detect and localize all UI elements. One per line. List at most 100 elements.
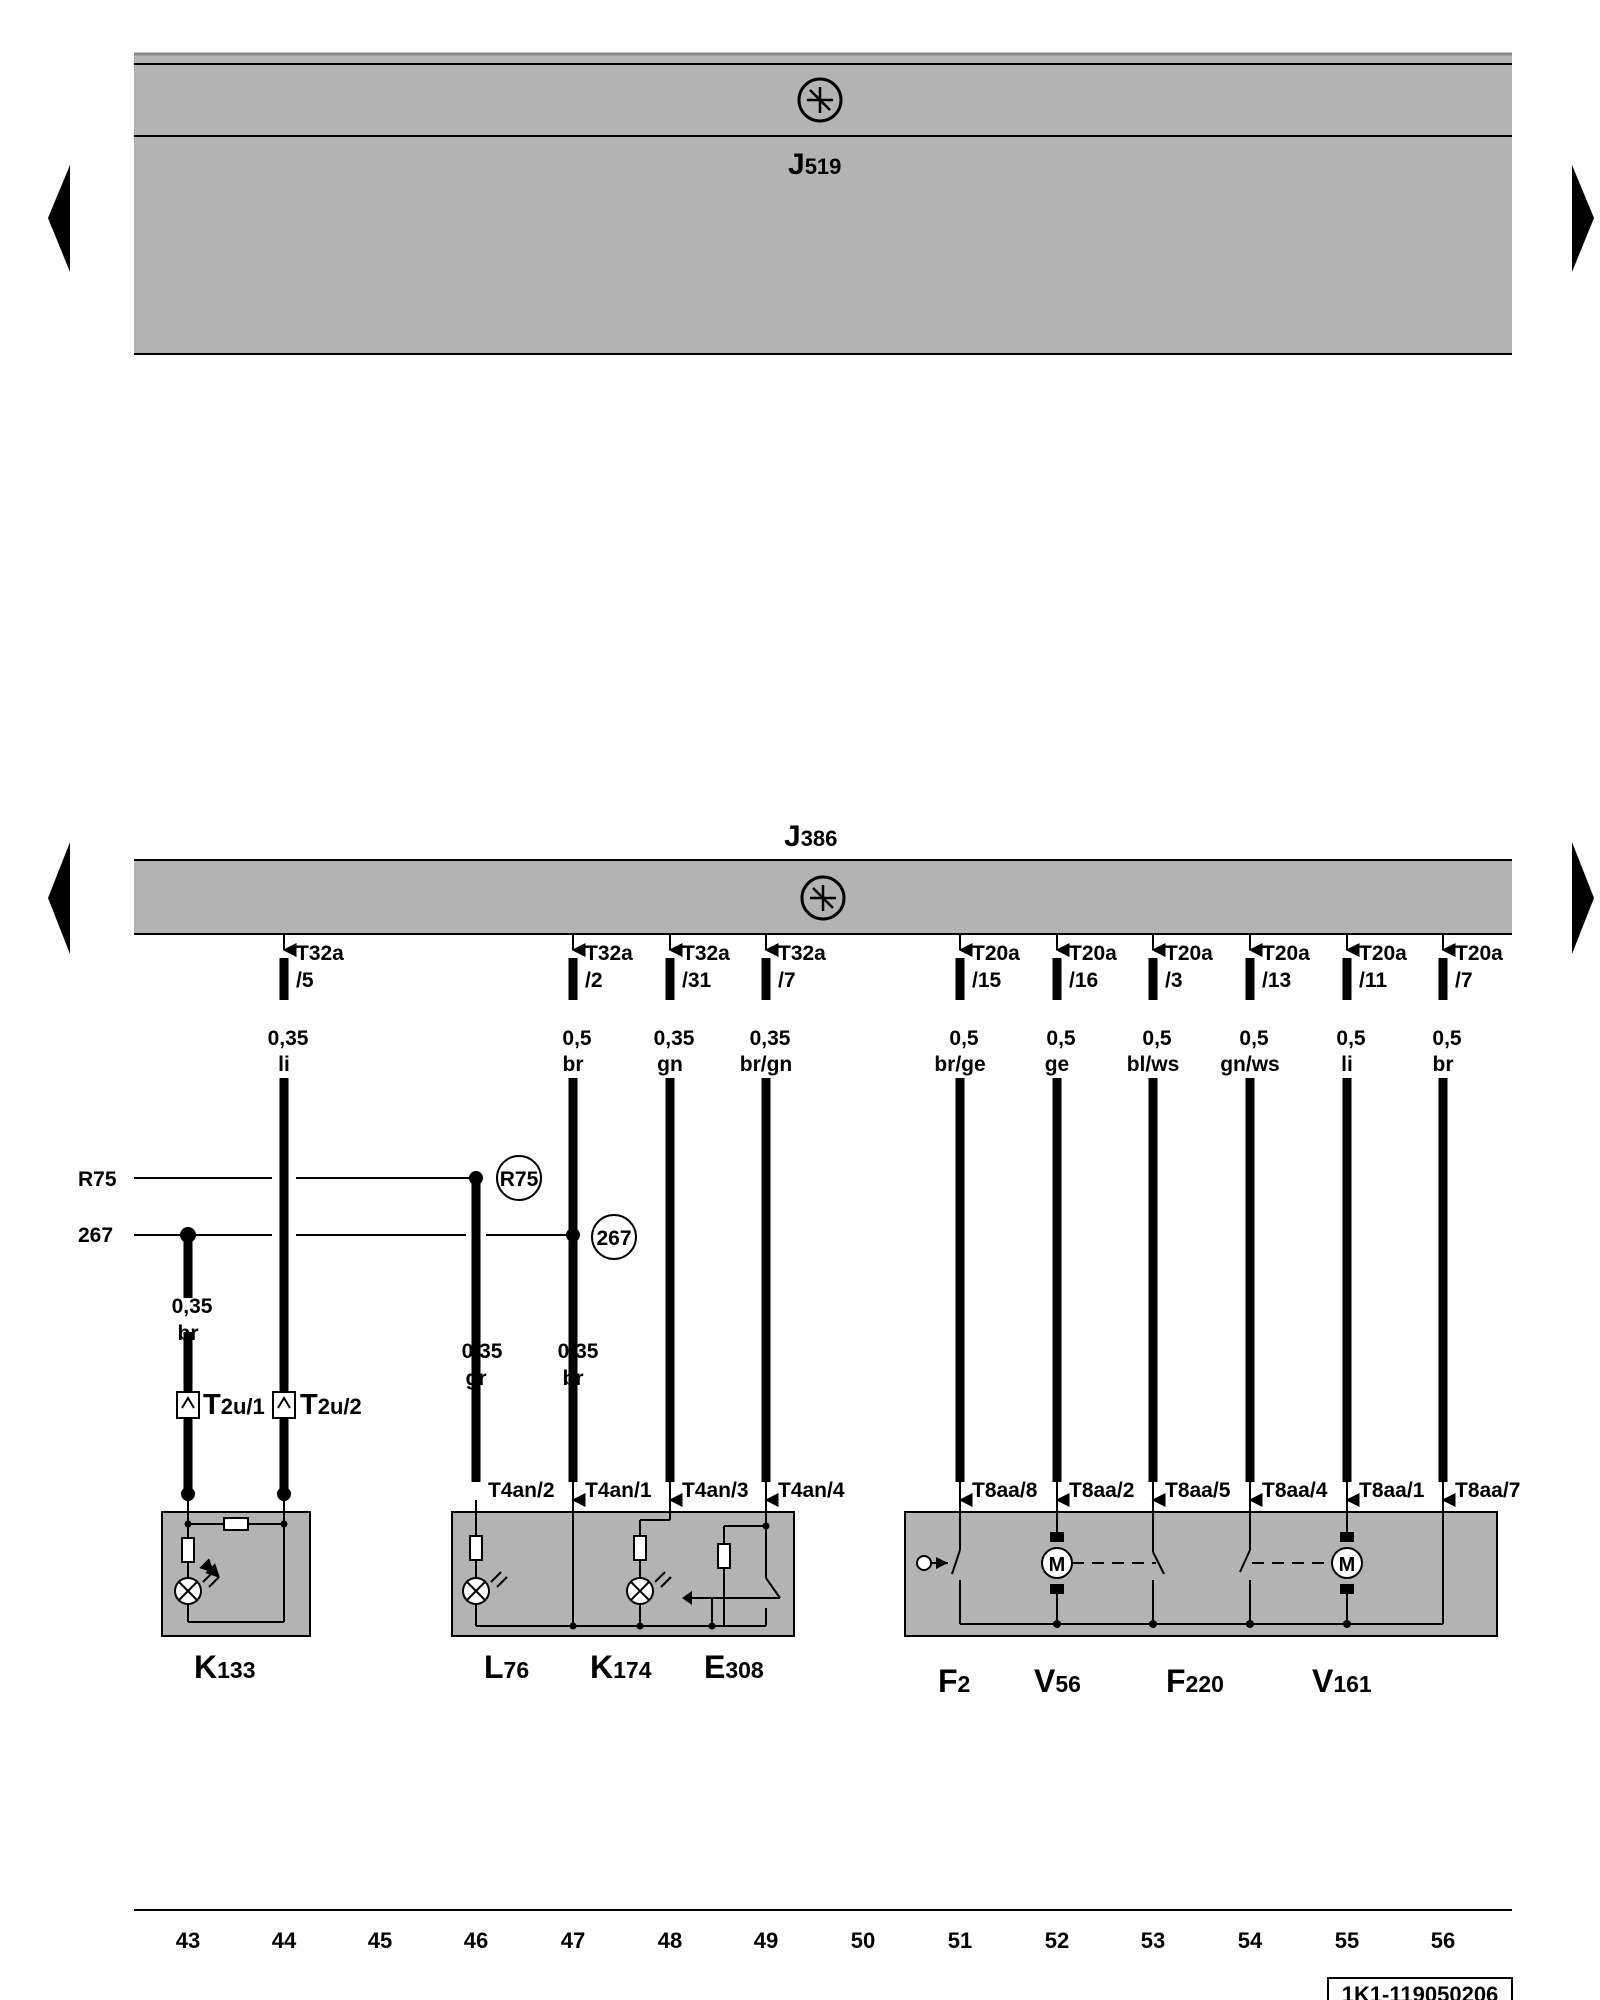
wire-53: T20a/30,5bl/ws — [1127, 934, 1213, 1507]
component-f2-v56-f220-v161: M M — [904, 1500, 1498, 1637]
pin-label: /7 — [1455, 969, 1473, 992]
column-number: 55 — [1335, 1928, 1359, 1953]
nav-next-icon-2[interactable] — [1572, 842, 1594, 954]
external-line-267: 267 267 — [78, 1214, 637, 1260]
wire-size-label: 0,35 — [268, 1027, 309, 1050]
wire-49: T32a/7 0,35 br/gn — [740, 934, 826, 1507]
component-pin-label: T8aa/8 — [972, 1479, 1038, 1502]
pin-label: T20a — [972, 942, 1020, 965]
wire-color-label: li — [1341, 1053, 1353, 1076]
wire-color-label: bl/ws — [1127, 1053, 1180, 1076]
wire-size-label: 0,5 — [1336, 1027, 1366, 1050]
wire-44: T32a/5 0,35 li — [268, 934, 344, 1512]
ground-star-icon — [800, 875, 846, 921]
component-l76-k174-e308 — [451, 1500, 795, 1637]
module-j519: J519 — [134, 52, 1512, 355]
document-id: 1K1-119050206 — [1342, 1982, 1499, 2000]
pin-label: /31 — [682, 969, 712, 992]
component-label: L76 — [484, 1649, 529, 1685]
pin-label: T20a — [1262, 942, 1310, 965]
column-number: 47 — [561, 1928, 585, 1953]
ground-star-icon — [797, 77, 843, 123]
component-label: E308 — [704, 1649, 764, 1685]
column-number: 54 — [1238, 1928, 1263, 1953]
pin-label: /11 — [1359, 969, 1387, 992]
pin-label: /5 — [296, 969, 314, 992]
wire-color-label: br/ge — [934, 1053, 985, 1076]
wire-size-label: 0,5 — [1432, 1027, 1462, 1050]
external-line-label: 267 — [78, 1224, 113, 1247]
pin-label: /3 — [1165, 969, 1183, 992]
svg-text:T2u/2: T2u/2 — [300, 1389, 362, 1421]
nav-prev-icon[interactable] — [48, 165, 70, 272]
wire-color-label: gn/ws — [1220, 1053, 1280, 1076]
wire-size-label: 0,5 — [562, 1027, 592, 1050]
lamp-icon — [626, 1577, 654, 1605]
wire-size-label: 0,35 — [750, 1027, 791, 1050]
wire-56: T20a/7 0,5 br — [1432, 934, 1503, 1507]
motor-symbol: M — [1049, 1554, 1066, 1576]
motor-icon: M — [1331, 1547, 1363, 1579]
component-label: V161 — [1312, 1663, 1372, 1699]
column-number: 48 — [658, 1928, 682, 1953]
pin-label: /15 — [972, 969, 1002, 992]
component-pin-label: T8aa/4 — [1262, 1479, 1328, 1502]
pin-label: T20a — [1069, 942, 1117, 965]
pin-label: /13 — [1262, 969, 1291, 992]
connector-t2u-2: T2u/2 — [272, 1389, 362, 1421]
column-number: 50 — [851, 1928, 875, 1953]
wire-size-label: 0,5 — [949, 1027, 979, 1050]
document-id-box: 1K1-119050206 — [1327, 1977, 1513, 2000]
wire-color-label: gr — [466, 1367, 487, 1390]
component-labels: K133 L76 K174 E308 F2 V56 F220 V161 — [194, 1649, 1372, 1699]
pin-label: /16 — [1069, 969, 1098, 992]
wire-55: T20a/110,5li — [1336, 934, 1407, 1507]
column-number: 46 — [464, 1928, 488, 1953]
wire-51: T20a/15 0,5 br/ge — [934, 934, 1020, 1507]
component-label: F2 — [938, 1663, 970, 1699]
wire-color-label: br/gn — [740, 1053, 793, 1076]
column-number: 45 — [368, 1928, 392, 1953]
pin-label: /7 — [778, 969, 796, 992]
switch-icon — [682, 1577, 781, 1626]
pin-label: T32a — [296, 942, 344, 965]
column-number: 56 — [1431, 1928, 1455, 1953]
wire-size-label: 0,35 — [172, 1295, 213, 1318]
component-pin-label: T8aa/5 — [1165, 1479, 1231, 1502]
wire-color-label: br — [178, 1322, 199, 1345]
wire-47: T32a/20,5br — [562, 934, 633, 1507]
wires: T32a/50,35liT32a/20,5brT32a/310,35gnT32a… — [268, 934, 1503, 1512]
wire-size-label: 0,35 — [558, 1340, 599, 1363]
motor-icon: M — [1041, 1547, 1073, 1579]
component-pin-label: T4an/2 — [488, 1479, 555, 1502]
reference-marker: 267 — [596, 1227, 631, 1250]
component-pin-label: T4an/4 — [778, 1479, 845, 1502]
door-contact-icon — [916, 1555, 948, 1571]
module-j386: J386 — [134, 820, 1512, 935]
wire-color-label: br — [563, 1053, 584, 1076]
nav-prev-icon-2[interactable] — [48, 842, 70, 954]
reference-marker: R75 — [500, 1168, 539, 1191]
wire-size-label: 0,5 — [1239, 1027, 1269, 1050]
component-pin-label: T4an/3 — [682, 1479, 749, 1502]
module-label: J519 — [788, 148, 841, 181]
component-pin-label: T8aa/2 — [1069, 1479, 1134, 1502]
wire-color-label: br — [1433, 1053, 1454, 1076]
column-number: 44 — [272, 1928, 297, 1953]
pin-label: T20a — [1165, 942, 1213, 965]
wire-size-label: 0,5 — [1046, 1027, 1076, 1050]
pin-label: T20a — [1455, 942, 1503, 965]
pin-label: T32a — [778, 942, 826, 965]
wire-43: 0,35 br — [172, 1235, 213, 1512]
wire-color-label: li — [278, 1053, 290, 1076]
wire-size-label: 0,35 — [654, 1027, 695, 1050]
wire-54: T20a/13 0,5 gn/ws — [1220, 934, 1310, 1507]
column-number: 51 — [948, 1928, 972, 1953]
nav-next-icon[interactable] — [1572, 165, 1594, 272]
lamp-icon — [174, 1577, 202, 1605]
component-label: K133 — [194, 1649, 255, 1685]
